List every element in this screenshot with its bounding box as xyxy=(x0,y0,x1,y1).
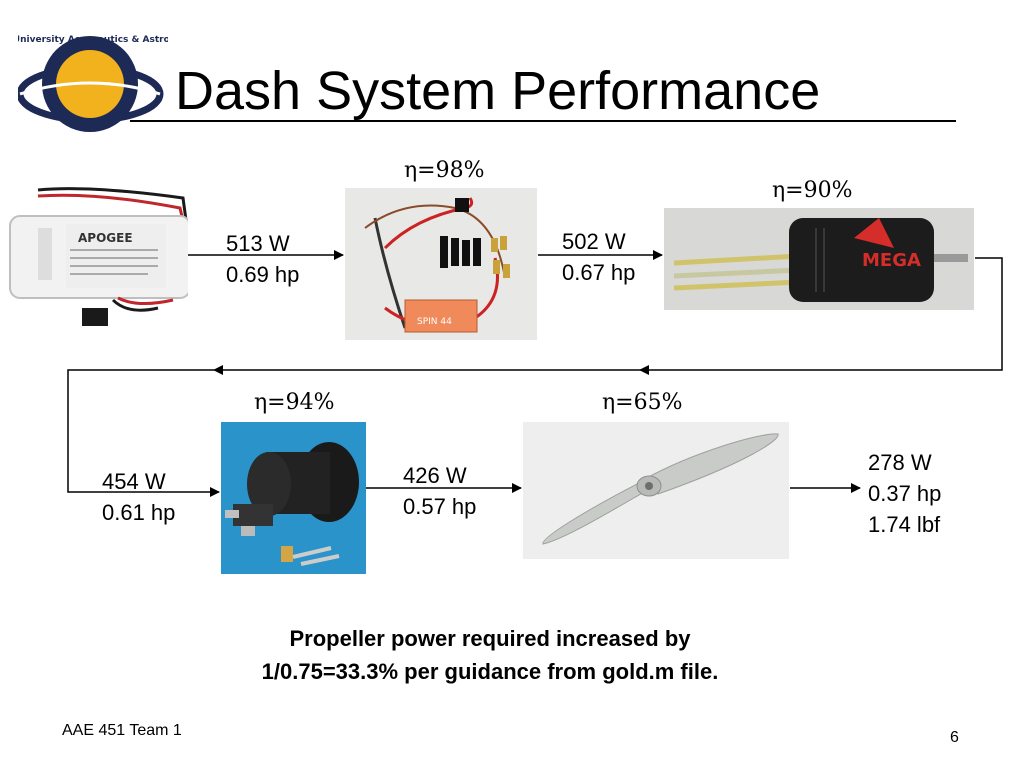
caption: Propeller power required increased by 1/… xyxy=(140,622,840,688)
motor-efficiency: η=90% xyxy=(772,178,853,203)
slide-title: Dash System Performance xyxy=(175,61,821,121)
page-number: 6 xyxy=(950,729,959,746)
stage5-power-hp: 0.37 hp xyxy=(868,481,942,506)
stage4-power-hp: 0.57 hp xyxy=(403,494,477,519)
stage4-power-w: 426 W xyxy=(403,463,467,488)
purdue-aero-logo: Purdue University Aeronautics & Astronau… xyxy=(0,22,207,142)
caption-line-2: 1/0.75=33.3% per guidance from gold.m fi… xyxy=(261,659,719,684)
motor-image: MEGA xyxy=(664,208,974,310)
gearbox-image xyxy=(221,422,366,574)
propeller-image xyxy=(523,422,789,559)
stage2-power-hp: 0.67 hp xyxy=(562,260,636,285)
stage5-thrust: 1.74 lbf xyxy=(868,512,941,537)
battery-label: APOGEE xyxy=(78,231,133,245)
esc-efficiency: η=98% xyxy=(404,158,485,183)
stage3-power-hp: 0.61 hp xyxy=(102,500,176,525)
stage1-power-w: 513 W xyxy=(226,231,290,256)
caption-line-1: Propeller power required increased by xyxy=(289,626,691,651)
motor-label: MEGA xyxy=(862,250,921,271)
footer-team: AAE 451 Team 1 xyxy=(62,722,182,739)
logo-text: Purdue University Aeronautics & Astronau… xyxy=(18,35,168,45)
gearbox-efficiency: η=94% xyxy=(254,390,335,415)
propeller-efficiency: η=65% xyxy=(602,390,683,415)
battery-image: APOGEE xyxy=(8,180,188,330)
stage3-power-w: 454 W xyxy=(102,469,166,494)
esc-image: SPIN 44 xyxy=(345,188,537,340)
stage1-power-hp: 0.69 hp xyxy=(226,262,300,287)
stage2-power-w: 502 W xyxy=(562,229,626,254)
title-underline xyxy=(130,120,956,122)
esc-label: SPIN 44 xyxy=(417,317,452,327)
stage5-power-w: 278 W xyxy=(868,450,932,475)
